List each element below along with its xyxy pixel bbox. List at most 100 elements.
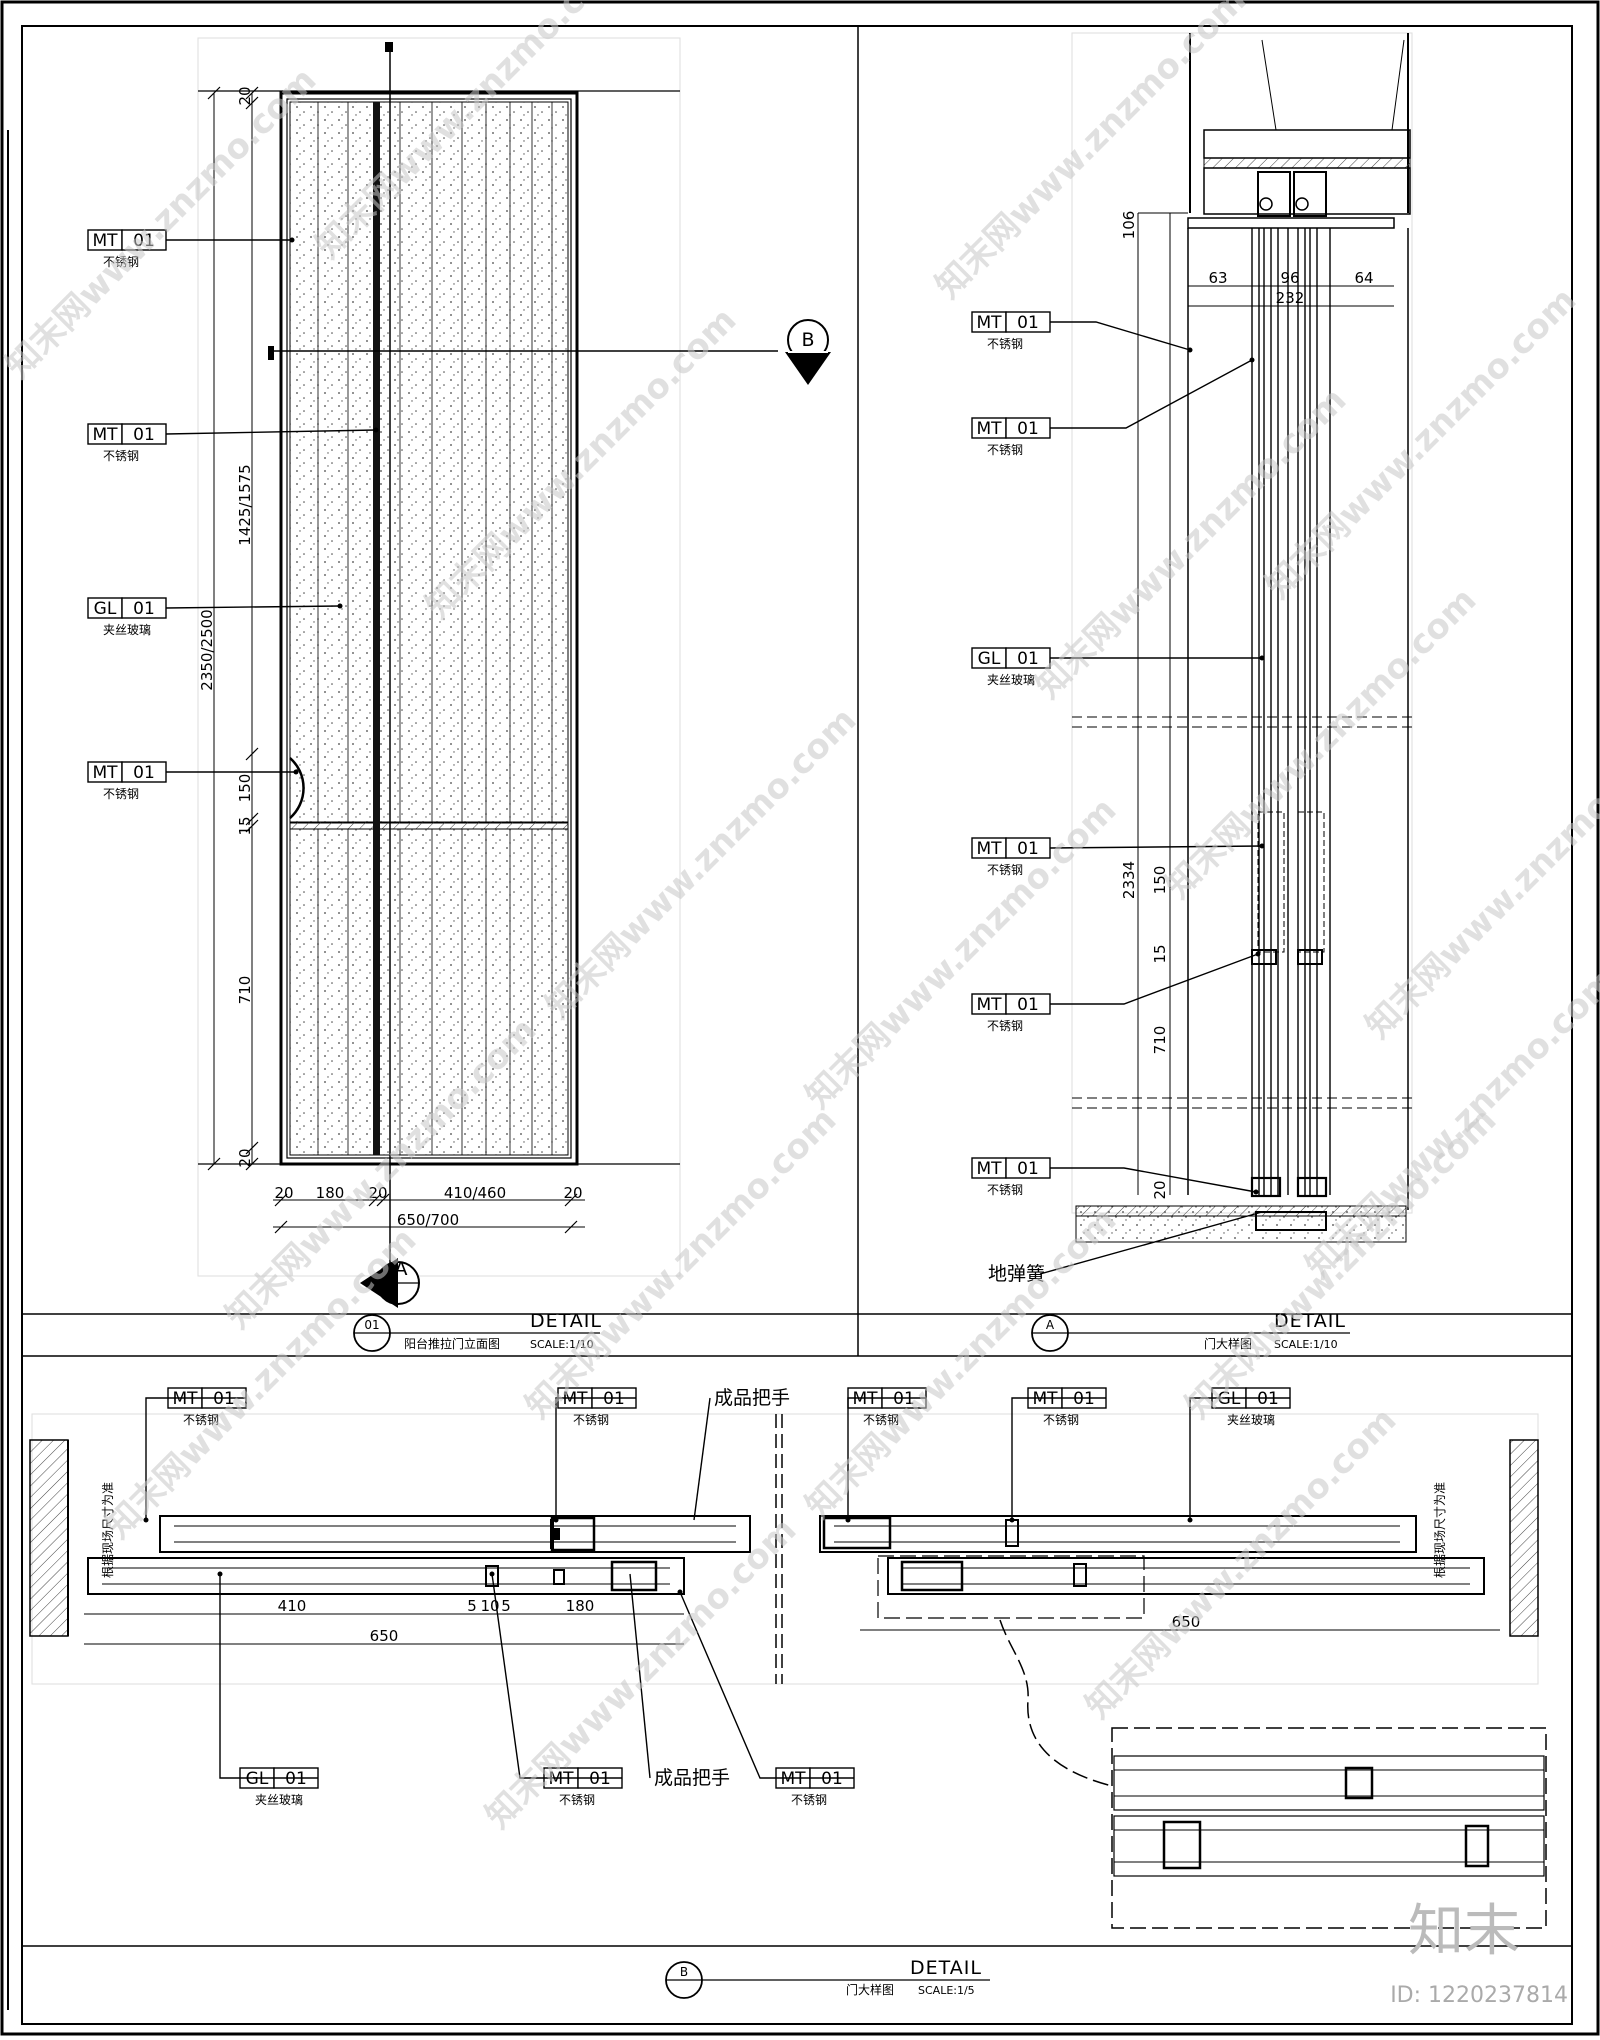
- title-b-word: DETAIL: [910, 1957, 982, 1979]
- title-01-num: 01: [364, 1318, 379, 1332]
- side-note-left: 根据现场尺寸为准: [101, 1482, 115, 1578]
- material-tag-mt01: MT 01 不锈钢: [845, 1387, 927, 1523]
- tag-number: 01: [285, 1769, 307, 1789]
- dimA-64: 64: [1354, 269, 1373, 287]
- title-a-name: 门大样图: [1204, 1336, 1252, 1351]
- tag-number: 01: [821, 1769, 843, 1789]
- tag-material: 夹丝玻璃: [1227, 1413, 1275, 1427]
- label-floor_spring: 地弹簧: [988, 1211, 1263, 1285]
- title-01-name: 阳台推拉门立面图: [404, 1336, 500, 1351]
- tag-material: 不锈钢: [791, 1793, 827, 1807]
- dim-150: 150: [236, 774, 254, 803]
- title-01-word: DETAIL: [530, 1310, 602, 1332]
- dim-b-20c: 20: [563, 1184, 582, 1202]
- tag-material: 不锈钢: [183, 1413, 219, 1427]
- dim-1425: 1425/1575: [236, 464, 254, 545]
- label-text: 成品把手: [654, 1767, 730, 1789]
- dim-b-20b: 20: [368, 1184, 387, 1202]
- dim-b-410: 410/460: [444, 1184, 506, 1202]
- tag-number: 01: [1017, 839, 1039, 859]
- title-a-scale: SCALE:1/10: [1274, 1338, 1338, 1351]
- tag-number: 01: [1017, 419, 1039, 439]
- dimA-15: 15: [1151, 944, 1169, 963]
- tag-number: 01: [133, 425, 155, 445]
- tag-material: 不锈钢: [863, 1413, 899, 1427]
- title-a-word: DETAIL: [1274, 1310, 1346, 1332]
- tag-code: MT: [548, 1769, 574, 1789]
- title-a-num: A: [1046, 1318, 1055, 1332]
- tag-code: MT: [852, 1389, 878, 1409]
- tag-number: 01: [893, 1389, 915, 1409]
- tag-number: 01: [589, 1769, 611, 1789]
- material-tag-gl01: GL 01 夹丝玻璃: [1187, 1387, 1291, 1523]
- tag-code: MT: [780, 1769, 806, 1789]
- tag-code: MT: [976, 313, 1002, 333]
- tag-number: 01: [133, 763, 155, 783]
- dimB-10: 10: [480, 1597, 499, 1615]
- tag-material: 不锈钢: [987, 1183, 1023, 1197]
- label-text: 地弹簧: [988, 1263, 1045, 1285]
- material-tag-mt01: MT 01 不锈钢: [971, 357, 1255, 457]
- label-handle: 成品把手: [629, 1573, 730, 1789]
- dimB-650-right: 650: [1172, 1613, 1201, 1631]
- material-tag-mt01: MT 01 不锈钢: [553, 1387, 637, 1523]
- title-01-scale: SCALE:1/10: [530, 1338, 594, 1351]
- sheet-border: [21, 25, 1573, 2025]
- tag-material: 不锈钢: [987, 1019, 1023, 1033]
- dimA-96: 96: [1280, 269, 1299, 287]
- tag-number: 01: [1017, 313, 1039, 333]
- tag-code: MT: [92, 763, 118, 783]
- tag-material: 夹丝玻璃: [103, 623, 151, 637]
- tag-number: 01: [1017, 995, 1039, 1015]
- tag-material: 不锈钢: [987, 863, 1023, 877]
- dim-710: 710: [236, 976, 254, 1005]
- tag-code: MT: [562, 1389, 588, 1409]
- tag-material: 不锈钢: [1043, 1413, 1079, 1427]
- panel-elevation: 20 1425/1575 2350/2500 150 15 710 20 20 …: [197, 37, 831, 1308]
- tag-material: 不锈钢: [103, 255, 139, 269]
- material-tag-mt01: MT 01 不锈钢: [971, 311, 1193, 353]
- dimA-2334: 2334: [1120, 861, 1138, 899]
- dim-b-180: 180: [316, 1184, 345, 1202]
- side-note-right: 根据现场尺寸为准: [1433, 1482, 1447, 1578]
- material-tag-mt01: MT 01 不锈钢: [87, 761, 299, 801]
- tag-material: 不锈钢: [103, 787, 139, 801]
- tag-code: GL: [1218, 1389, 1241, 1409]
- dim-bottom-20: 20: [236, 1148, 254, 1167]
- tag-code: MT: [976, 1159, 1002, 1179]
- dimA-150: 150: [1151, 866, 1169, 895]
- tag-number: 01: [1257, 1389, 1279, 1409]
- tag-number: 01: [1017, 649, 1039, 669]
- tag-material: 不锈钢: [987, 443, 1023, 457]
- tag-code: MT: [976, 419, 1002, 439]
- tag-code: GL: [94, 599, 117, 619]
- tag-code: GL: [246, 1769, 269, 1789]
- section-marker-b-label: B: [801, 329, 814, 351]
- dimB-650: 650: [370, 1627, 399, 1645]
- tag-code: MT: [92, 425, 118, 445]
- title-01: DETAIL 01 阳台推拉门立面图 SCALE:1/10: [353, 1310, 602, 1352]
- tag-number: 01: [603, 1389, 625, 1409]
- tag-material: 不锈钢: [573, 1413, 609, 1427]
- tag-material: 不锈钢: [987, 337, 1023, 351]
- tag-code: MT: [172, 1389, 198, 1409]
- dimA-20: 20: [1151, 1180, 1169, 1199]
- brand-logo-text: 知末: [1408, 1899, 1520, 1964]
- title-a: DETAIL A 门大样图 SCALE:1/10: [1031, 1310, 1350, 1352]
- dimA-232: 232: [1276, 289, 1305, 307]
- material-tag-mt01: MT 01 不锈钢: [677, 1589, 855, 1807]
- tag-material: 夹丝玻璃: [987, 673, 1035, 687]
- dimA-710: 710: [1151, 1026, 1169, 1055]
- panel-plan-b: 410 5 10 5 180 650 650 根据现场尺寸为准 根据现场尺寸为准: [29, 1413, 1547, 1929]
- dimB-5a: 5: [467, 1597, 477, 1615]
